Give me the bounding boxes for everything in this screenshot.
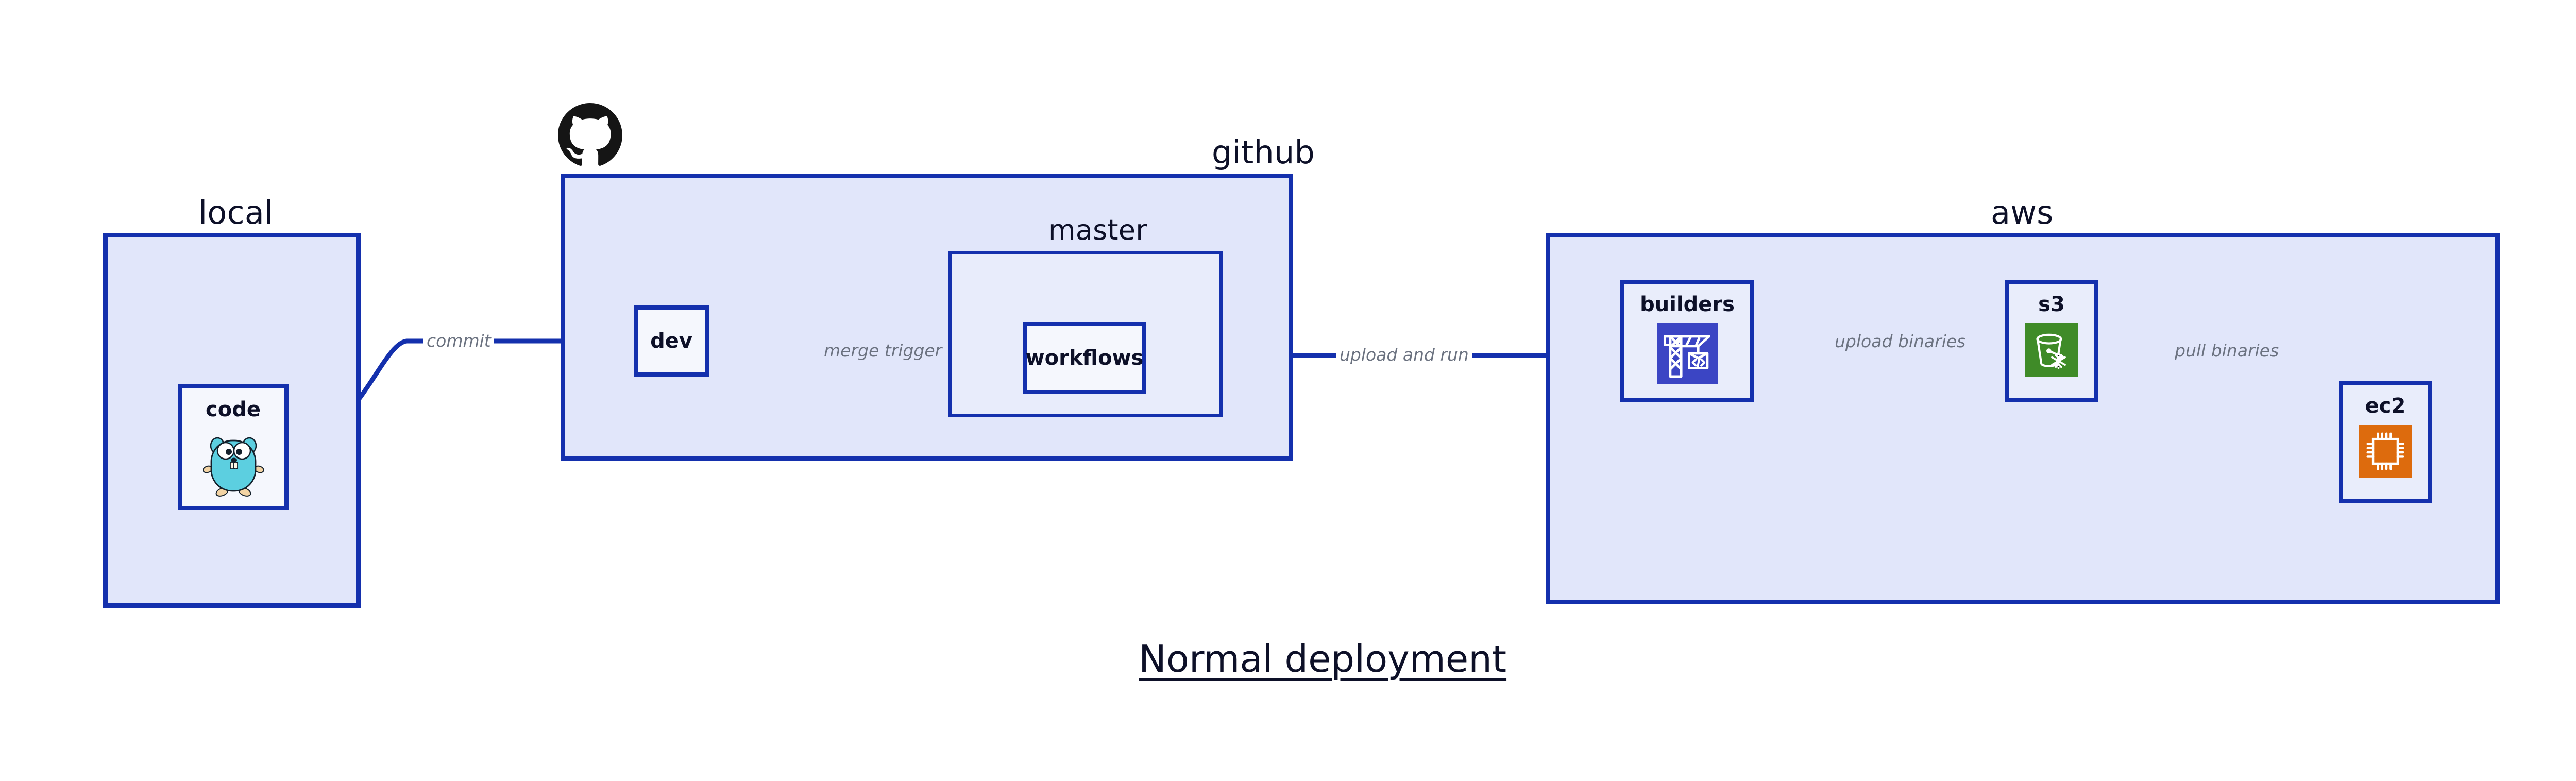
node-s3[interactable]: s3 — [2005, 280, 2098, 402]
node-ec2-label: ec2 — [2365, 394, 2406, 418]
node-dev[interactable]: dev — [634, 305, 709, 377]
bucket-snowflake-icon — [2025, 323, 2078, 379]
node-dev-label: dev — [650, 329, 692, 353]
edge-commit-label: commit — [423, 332, 494, 349]
node-builders[interactable]: builders — [1620, 280, 1754, 402]
group-aws-label: aws — [1991, 194, 2054, 231]
crane-code-icon — [1657, 323, 1718, 386]
node-workflows[interactable]: workflows — [1023, 322, 1146, 394]
diagram-title: Normal deployment — [1139, 637, 1507, 681]
cpu-chip-icon — [2359, 425, 2412, 480]
node-code[interactable]: code — [178, 384, 289, 510]
group-github-label: github — [1212, 133, 1315, 171]
node-ec2[interactable]: ec2 — [2339, 381, 2432, 503]
group-local-label: local — [198, 194, 274, 231]
edge-merge-trigger-label: merge trigger — [821, 342, 945, 359]
go-gopher-icon — [202, 431, 264, 499]
group-local[interactable] — [103, 233, 361, 608]
subgroup-master-label: master — [1048, 214, 1147, 246]
node-builders-label: builders — [1640, 293, 1735, 316]
node-code-label: code — [206, 398, 261, 421]
edge-upload-binaries-label: upload binaries — [1832, 333, 1969, 350]
node-s3-label: s3 — [2038, 293, 2065, 316]
edge-pull-binaries-label: pull binaries — [2172, 342, 2282, 359]
edge-upload-and-run-label: upload and run — [1336, 346, 1472, 363]
node-workflows-label: workflows — [1025, 346, 1144, 370]
github-octocat-logo — [558, 103, 622, 169]
